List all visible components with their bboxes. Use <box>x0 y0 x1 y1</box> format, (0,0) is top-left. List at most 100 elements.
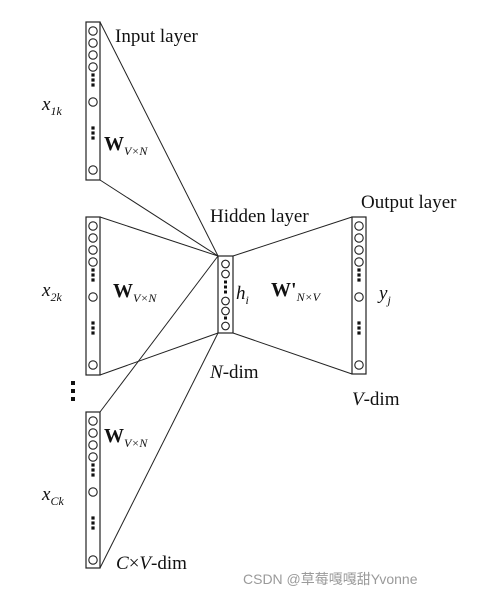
neuron-circle <box>88 428 98 438</box>
x-symbol: x <box>41 280 51 301</box>
hidden-h-label: hi <box>236 283 249 307</box>
neuron-circle <box>221 259 230 269</box>
connection-lines <box>99 21 353 569</box>
input-layer-title: Input layer <box>115 26 199 47</box>
ellipsis-dot <box>91 268 95 272</box>
x-subscript: 2k <box>50 290 62 304</box>
neuron-circle <box>88 97 98 107</box>
neuron-circle <box>88 257 98 267</box>
neuron-circle <box>354 292 364 302</box>
w-symbol: W <box>104 133 124 155</box>
ellipsis-more-inputs <box>71 381 75 401</box>
input-x1k-label: x1k <box>41 94 62 118</box>
neuron-circle <box>88 165 98 175</box>
neuron-circle <box>221 306 230 316</box>
v-variable: V <box>352 389 366 410</box>
w-subscript: V×N <box>124 436 148 450</box>
neuron-circle <box>221 321 230 331</box>
neuron-circle <box>354 221 364 231</box>
output-weight-matrix-label: W'N×V <box>271 279 322 304</box>
h-subscript: i <box>246 293 249 307</box>
ellipsis-dot <box>91 331 95 335</box>
line-hidden-top-to-output <box>232 216 353 257</box>
x-subscript: Ck <box>50 494 64 508</box>
weight-matrix-3-label: WV×N <box>104 425 148 450</box>
neuron-circle <box>88 555 98 565</box>
neuron-circle <box>88 416 98 426</box>
ellipsis-dot <box>91 526 95 530</box>
neuron-circle <box>88 440 98 450</box>
line-input1-bottom-to-hidden <box>99 179 219 257</box>
ellipsis-dot <box>71 381 75 385</box>
ellipsis-dot <box>91 463 95 467</box>
hidden-dimension-label: N-dim <box>209 362 259 383</box>
ellipsis-dot <box>224 316 227 320</box>
w-prime-subscript: N×V <box>296 290 322 304</box>
neuron-circle <box>88 360 98 370</box>
neuron-circle <box>88 221 98 231</box>
hidden-layer-title: Hidden layer <box>210 206 309 227</box>
dim-suffix: -dim <box>151 553 187 574</box>
line-hidden-bottom-to-output <box>232 332 353 375</box>
times-sign: × <box>129 553 140 574</box>
neuron-circle <box>221 296 230 306</box>
w-subscript: V×N <box>133 291 157 305</box>
w-symbol: W <box>104 425 124 447</box>
input-dimension-label: C×V-dim <box>116 553 187 574</box>
hidden-layer-box <box>217 255 234 334</box>
n-variable: N <box>209 362 224 383</box>
ellipsis-dot <box>71 389 75 393</box>
w-symbol: W <box>113 280 133 302</box>
ellipsis-dot <box>91 131 95 135</box>
weight-matrix-2-label: WV×N <box>113 280 157 305</box>
line-input1-top-to-hidden <box>99 21 219 257</box>
dim-suffix: -dim <box>364 389 400 410</box>
ellipsis-dot <box>91 468 95 472</box>
neuron-circle <box>221 269 230 279</box>
ellipsis-dot <box>357 278 361 282</box>
x-symbol: x <box>41 94 51 115</box>
ellipsis-dot <box>71 397 75 401</box>
ellipsis-dot <box>357 331 361 335</box>
neuron-circle <box>88 452 98 462</box>
x-subscript: 1k <box>50 104 62 118</box>
neuron-circle <box>88 50 98 60</box>
ellipsis-dot <box>91 273 95 277</box>
ellipsis-dot <box>91 83 95 87</box>
ellipsis-dot <box>91 326 95 330</box>
ellipsis-dot <box>91 473 95 477</box>
ellipsis-dot <box>91 278 95 282</box>
neuron-circle <box>354 233 364 243</box>
ellipsis-dot <box>357 321 361 325</box>
x-symbol: x <box>41 484 51 505</box>
y-symbol: y <box>377 283 388 304</box>
ellipsis-dot <box>224 285 227 289</box>
ellipsis-dot <box>91 136 95 140</box>
neuron-circle <box>88 62 98 72</box>
neuron-circle <box>354 245 364 255</box>
output-layer-box <box>351 216 367 375</box>
y-subscript: j <box>385 293 391 307</box>
line-inputc-top-to-hidden <box>99 255 219 413</box>
ellipsis-dot <box>357 268 361 272</box>
input-x2k-label: x2k <box>41 280 62 304</box>
w-subscript: V×N <box>124 144 148 158</box>
neuron-circle <box>88 26 98 36</box>
weight-matrix-1-label: WV×N <box>104 133 148 158</box>
input-layer-c-box <box>85 411 101 569</box>
ellipsis-dot <box>357 273 361 277</box>
neuron-circle <box>354 360 364 370</box>
ellipsis-dot <box>224 290 227 294</box>
input-layer-1-box <box>85 21 101 181</box>
output-dimension-label: V-dim <box>352 389 400 410</box>
neuron-circle <box>88 245 98 255</box>
neuron-circle <box>88 38 98 48</box>
w-prime-symbol: W' <box>271 279 297 301</box>
neuron-circle <box>88 233 98 243</box>
neuron-circle <box>88 487 98 497</box>
ellipsis-dot <box>91 521 95 525</box>
ellipsis-dot <box>357 326 361 330</box>
dim-suffix: -dim <box>223 362 259 383</box>
line-inputc-bottom-to-hidden <box>99 332 219 569</box>
